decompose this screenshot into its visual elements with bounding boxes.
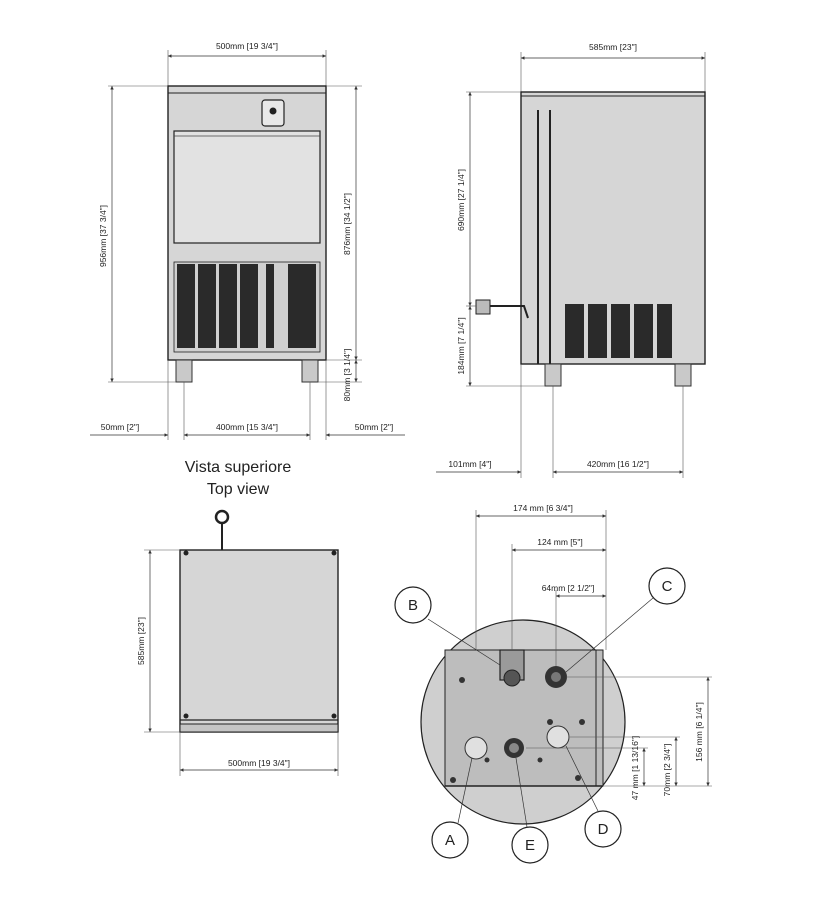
- side-vents: [565, 304, 672, 358]
- side-front-offset-label: 101mm [4"]: [448, 459, 491, 469]
- svg-text:E: E: [525, 837, 535, 854]
- front-height-total-label: 956mm [37 3/4"]: [98, 205, 108, 267]
- front-view: 500mm [19 3/4"] 956mm [37 3/4"]: [90, 41, 405, 440]
- front-foot-right: [301, 359, 319, 383]
- side-foot-front: [544, 363, 562, 387]
- connection-c-icon: [545, 666, 567, 688]
- front-left-margin-label: 50mm [2"]: [101, 422, 139, 432]
- connection-d-icon: [546, 725, 570, 749]
- svg-text:D: D: [598, 821, 609, 838]
- dim-64-label: 64mm [2 1/2"]: [542, 583, 595, 593]
- front-grille: [177, 264, 316, 348]
- callout-b: B: [394, 586, 432, 624]
- svg-text:C: C: [662, 578, 673, 595]
- top-body: [179, 549, 339, 733]
- side-height-upper-label: 690mm [27 1/4"]: [456, 169, 466, 231]
- dim-156-label: 156 mm [6 1/4"]: [694, 702, 704, 762]
- side-view: 585mm [23"] 690mm [27 1/4"] 184mm [7 1/4…: [436, 42, 706, 478]
- top-view-title-en: Top view: [207, 481, 270, 498]
- top-view: Vista superiore Top view 585mm [23"] 500…: [136, 459, 339, 776]
- connection-e-icon: [504, 738, 524, 758]
- callout-a: A: [431, 821, 469, 859]
- connections-detail: 174 mm [6 3/4"] 124 mm [5"] 64mm [2 1/2"…: [394, 503, 712, 864]
- top-view-title-it: Vista superiore: [185, 459, 292, 476]
- svg-text:B: B: [408, 597, 418, 614]
- top-width-label: 500mm [19 3/4"]: [228, 758, 290, 768]
- side-foot-rear: [674, 363, 692, 387]
- callout-c: C: [648, 567, 686, 605]
- front-door: [173, 130, 321, 244]
- front-right-margin-label: 50mm [2"]: [355, 422, 393, 432]
- dim-174-label: 174 mm [6 3/4"]: [513, 503, 573, 513]
- connection-a-icon: [464, 736, 488, 760]
- side-depth-label: 585mm [23"]: [589, 42, 637, 52]
- connection-b-icon: [499, 649, 525, 687]
- front-feet-height-label: 80mm [3 1/4"]: [342, 349, 352, 402]
- dim-47-label: 47 mm [1 13/16"]: [630, 736, 640, 800]
- front-foot-left: [175, 359, 193, 383]
- callout-d: D: [584, 810, 622, 848]
- side-feet-spacing-label: 420mm [16 1/2"]: [587, 459, 649, 469]
- dim-70-label: 70mm [2 3/4"]: [662, 744, 672, 797]
- dim-124-label: 124 mm [5"]: [537, 537, 583, 547]
- front-height-body-label: 876mm [34 1/2"]: [342, 193, 352, 255]
- side-height-lower-label: 184mm [7 1/4"]: [456, 317, 466, 374]
- water-inlet-icon: [214, 509, 230, 525]
- front-width-label: 500mm [19 3/4"]: [216, 41, 278, 51]
- front-feet-spacing-label: 400mm [15 3/4"]: [216, 422, 278, 432]
- top-depth-label: 585mm [23"]: [136, 617, 146, 665]
- svg-text:A: A: [445, 832, 455, 849]
- callout-e: E: [511, 826, 549, 864]
